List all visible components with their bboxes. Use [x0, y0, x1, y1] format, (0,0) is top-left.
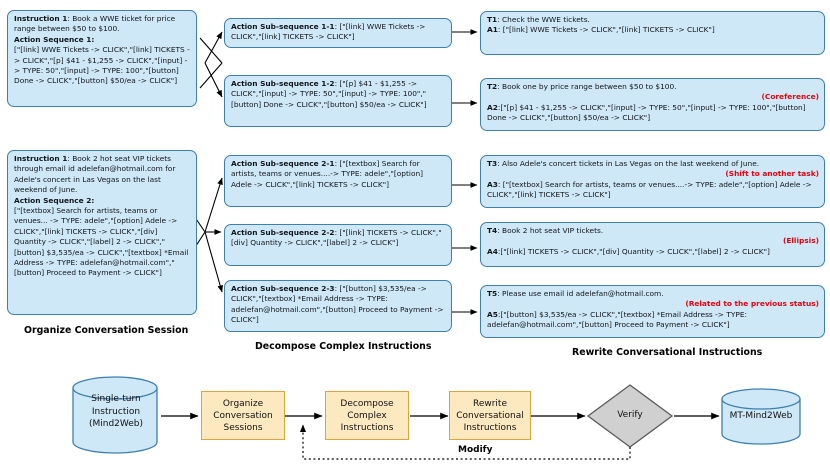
process-line-1: Rewrite [472, 398, 507, 409]
turn-text: : Check the WWE tickets. [497, 15, 590, 24]
middle-card-sub-2-1: Action Sub-sequence 2-1: ["[textbox] Sea… [224, 155, 452, 207]
turn-label: T2 [487, 82, 498, 91]
process-decompose-complex-instructions[interactable]: Decompose Complex Instructions [325, 391, 409, 440]
sub-sequence-label: Action Sub-sequence 2-3 [231, 284, 335, 293]
process-line-3: Instructions [463, 422, 517, 433]
turn-text: : Book 2 hot seat VIP tickets. [497, 226, 604, 235]
process-rewrite-conversational-instructions[interactable]: Rewrite Conversational Instructions [449, 391, 531, 440]
verify-decision-label: Verify [588, 410, 672, 420]
instruction-label: Instruction 1 [14, 14, 68, 23]
action-sequence-text: ["[textbox] Search for artists, teams or… [14, 206, 189, 278]
process-line-2: Conversation [213, 410, 273, 421]
right-card-turn-5: T5: Please use email id adelefan@hotmail… [480, 285, 825, 338]
process-line-2: Conversational [456, 410, 524, 421]
sub-sequence-label: Action Sub-sequence 2-1 [231, 159, 335, 168]
annotation-tag: (Ellipsis) [782, 236, 819, 246]
sub-sequence-text: : ["[textbox] Search for artists, teams … [231, 159, 424, 189]
instruction-text: : Book 2 hot seat VIP tickets through em… [14, 154, 176, 195]
turn-text: : Also Adele's concert tickets in Las Ve… [497, 159, 760, 168]
action-label: A3 [487, 179, 498, 189]
turn-text: : Please use email id adelefan@hotmail.c… [497, 289, 664, 298]
action-label: A4 [487, 246, 498, 256]
action-label: A5 [487, 309, 498, 319]
turn-label: T5 [487, 289, 498, 298]
caption-decompose-complex-instructions: Decompose Complex Instructions [255, 341, 432, 352]
action-text: : ["[link] WWE Tickets -> CLICK","[link]… [497, 25, 715, 35]
action-text: :["[p] $41 - $1,255 -> CLICK","[input] -… [487, 102, 806, 123]
annotation-tag: (Related to the previous status) [685, 299, 819, 309]
process-line-1: Decompose [340, 398, 394, 409]
sub-sequence-text: : ["[link] WWE Tickets -> CLICK","[link]… [231, 22, 426, 42]
turn-label: T4 [487, 226, 498, 235]
source-db-line-3: (Mind2Web) [88, 419, 144, 429]
process-line-3: Sessions [223, 422, 263, 433]
source-db-line-2: Instruction [91, 406, 141, 417]
turn-label: T1 [487, 15, 498, 24]
right-card-turn-3: T3: Also Adele's concert tickets in Las … [480, 155, 825, 208]
middle-card-sub-2-3: Action Sub-sequence 2-3: ["[button] $3,5… [224, 280, 452, 332]
source-db-line-1: Single-turn [91, 394, 141, 404]
caption-rewrite-conversational-instructions: Rewrite Conversational Instructions [572, 347, 763, 358]
action-label: A2 [487, 102, 498, 112]
caption-organize-conversation-session: Organize Conversation Session [24, 325, 189, 336]
sub-sequence-label: Action Sub-sequence 1-1 [231, 22, 335, 31]
process-line-3: Instructions [340, 422, 394, 433]
process-line-2: Complex [347, 410, 387, 421]
sub-sequence-label: Action Sub-sequence 1-2 [231, 79, 335, 88]
left-card-instruction-1: Instruction 1: Book a WWE ticket for pri… [7, 10, 197, 107]
modify-feedback-label: Modify [458, 445, 493, 455]
right-card-turn-4: T4: Book 2 hot seat VIP tickets. (Ellips… [480, 222, 825, 267]
sub-sequence-text: : ["[link] TICKETS -> CLICK","[div] Quan… [231, 228, 442, 248]
source-database-label: Single-turn Instruction (Mind2Web) [70, 393, 162, 431]
middle-card-sub-2-2: Action Sub-sequence 2-2: ["[link] TICKET… [224, 224, 452, 266]
action-sequence-label: Action Sequence 2: [14, 195, 95, 205]
turn-text: : Book one by price range between $50 to… [497, 82, 677, 91]
action-sequence-text: ["[link] WWE Tickets -> CLICK","[link] T… [14, 45, 190, 86]
action-text: :["[link] TICKETS -> CLICK","[div] Quant… [497, 246, 770, 256]
sub-sequence-text: : ["[button] $3,535/ea -> CLICK","[textb… [231, 284, 444, 325]
sub-sequence-label: Action Sub-sequence 2-2 [231, 228, 335, 237]
annotation-tag: (Coreference) [761, 92, 819, 102]
right-card-turn-1: T1: Check the WWE tickets. A1: ["[link] … [480, 11, 825, 55]
sub-sequence-text: : ["[p] $41 - $1,255 -> CLICK","[input] … [231, 79, 427, 109]
target-database-label: MT-Mind2Web [715, 411, 807, 421]
action-text: : ["[textbox] Search for artists, teams … [487, 179, 812, 200]
action-sequence-label: Action Sequence 1: [14, 34, 95, 44]
left-card-instruction-2: Instruction 1: Book 2 hot seat VIP ticke… [7, 150, 197, 315]
verify-text: Verify [617, 410, 643, 420]
action-label: A1 [487, 25, 498, 35]
right-card-turn-2: T2: Book one by price range between $50 … [480, 78, 825, 131]
action-text: :["[button] $3,535/ea -> CLICK","[textbo… [487, 309, 747, 330]
instruction-text: : Book a WWE ticket for price range betw… [14, 14, 176, 34]
middle-card-sub-1-1: Action Sub-sequence 1-1: ["[link] WWE Ti… [224, 18, 452, 48]
instruction-label: Instruction 1 [14, 154, 68, 163]
middle-card-sub-1-2: Action Sub-sequence 1-2: ["[p] $41 - $1,… [224, 75, 452, 127]
turn-label: T3 [487, 159, 498, 168]
annotation-tag: (Shift to another task) [725, 169, 819, 179]
target-db-text: MT-Mind2Web [729, 411, 793, 421]
process-organize-conversation-sessions[interactable]: Organize Conversation Sessions [201, 391, 285, 440]
process-line-1: Organize [222, 398, 264, 409]
